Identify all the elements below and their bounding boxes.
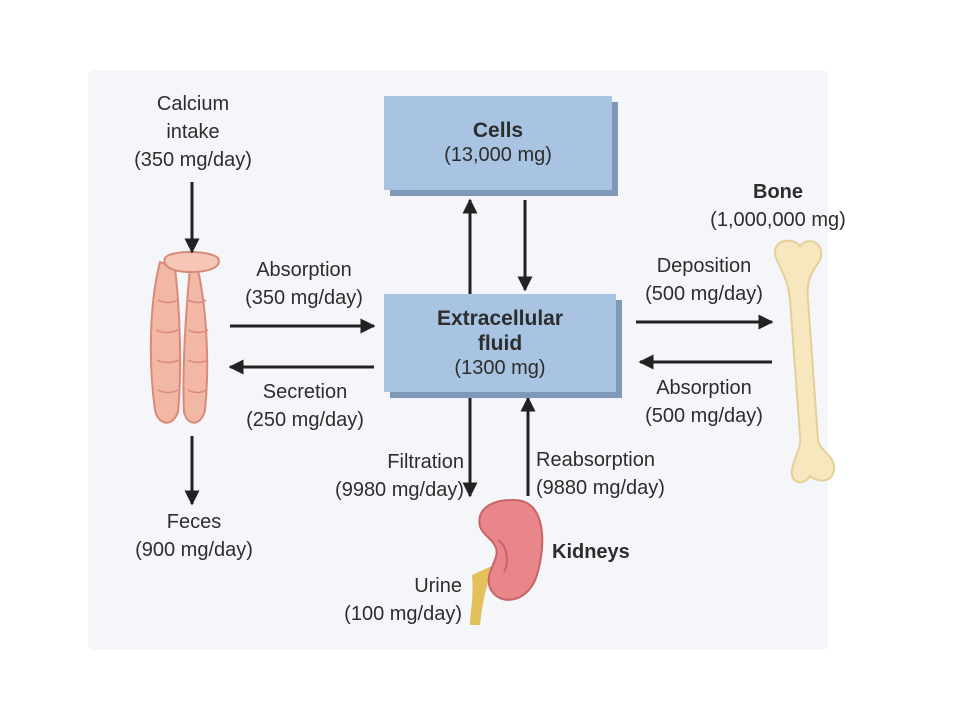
label-bone: Bone (1,000,000 mg) [710,181,846,231]
label-filtration: Filtration (9980 mg/day) [335,451,464,501]
label-bone-absorption: Absorption (500 mg/day) [645,377,763,427]
cells-value: (13,000 mg) [444,144,552,166]
ecf-title-line2: fluid [477,331,523,355]
label-reabsorption: Reabsorption (9880 mg/day) [536,449,665,499]
cells-title: Cells [472,119,524,142]
label-gut-absorption: Absorption (350 mg/day) [245,259,363,309]
label-kidneys: Kidneys [552,541,630,563]
label-secretion: Secretion (250 mg/day) [246,381,364,431]
ecf-value: (1300 mg) [454,356,546,379]
ecf-title-line1: Extracellular [436,306,564,330]
kidney-icon [470,498,544,625]
cells-box: Cells (13,000 mg) [384,96,612,190]
bone-icon [773,239,836,484]
extracellular-fluid-box: Extracellular fluid (1300 mg) [384,294,616,392]
label-feces: Feces (900 mg/day) [135,511,253,561]
label-deposition: Deposition (500 mg/day) [645,255,763,305]
intestine-icon [149,251,220,424]
label-urine: Urine (100 mg/day) [344,575,462,625]
label-calcium-intake: Calcium intake (350 mg/day) [134,93,252,171]
